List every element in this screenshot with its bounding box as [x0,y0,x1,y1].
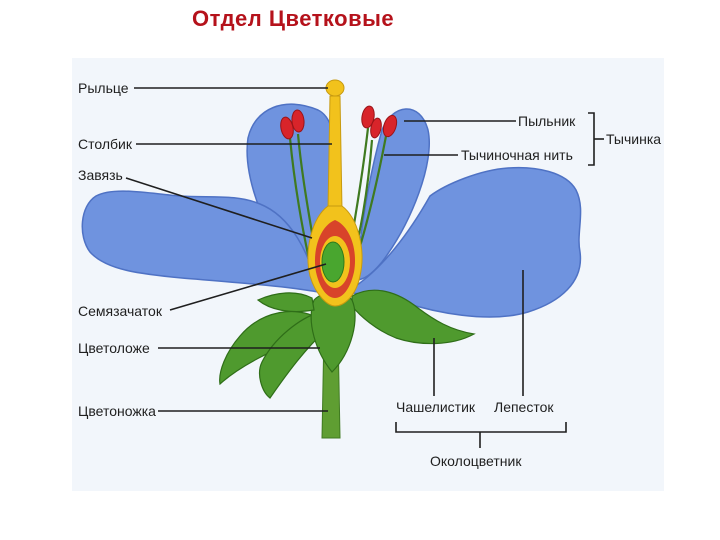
label-anther: Пыльник [518,113,576,129]
leader-ovary [125,177,313,239]
label-pedicel: Цветоножка [78,403,156,419]
label-perianth: Околоцветник [430,453,522,469]
label-ovary: Завязь [78,167,123,183]
anther-2 [291,109,305,133]
bracket-perianth [395,422,567,433]
label-filament: Тычиночная нить [461,147,573,163]
sepal-left-front [258,311,327,399]
leader-ovule [169,263,327,311]
style [327,95,343,211]
label-stamen: Тычинка [606,131,661,147]
label-receptacle: Цветоложе [78,340,150,356]
ovule [321,241,345,283]
petals [81,103,582,318]
stamens [280,105,398,277]
anther-4 [382,114,398,138]
leader-lines [125,87,604,448]
page-title: Отдел Цветковые [192,6,395,31]
bracket-stamen [588,112,595,166]
petal-right [343,166,582,318]
anther-3 [361,105,375,129]
sepal-back-left [256,292,315,313]
petal-left [81,190,319,293]
sepal-right [351,289,476,345]
label-style: Столбик [78,136,133,152]
label-stigma: Рыльце [78,80,129,96]
label-petal: Лепесток [494,399,554,415]
pistil [307,79,363,307]
anther-5 [370,117,382,139]
label-sepal: Чашелистик [396,399,476,415]
label-ovule: Семязачаток [78,303,163,319]
stigma [325,79,345,97]
labels: Рыльце Столбик Завязь Семязачаток Цветол… [78,80,661,469]
